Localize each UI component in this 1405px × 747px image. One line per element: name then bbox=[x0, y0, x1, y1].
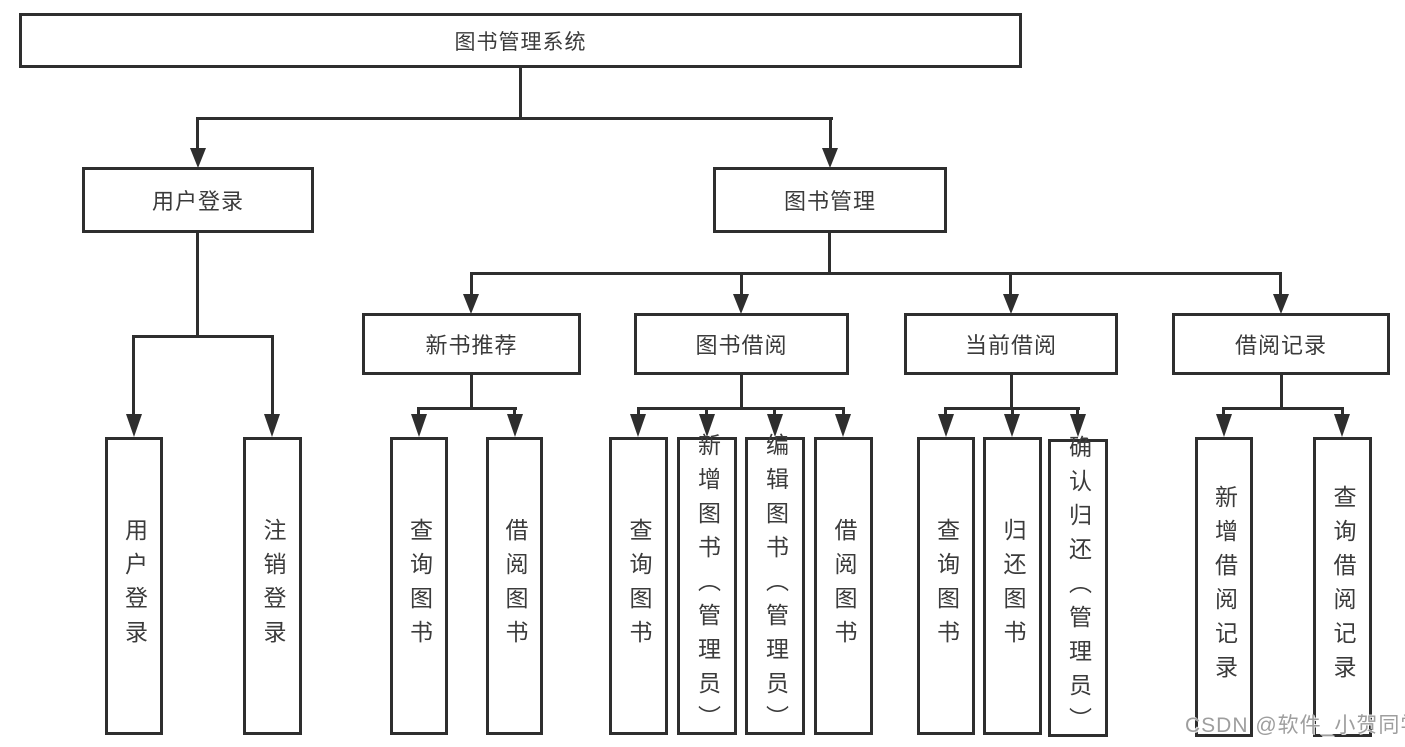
arrowhead-icon bbox=[938, 414, 954, 437]
connector-line bbox=[196, 117, 833, 120]
arrowhead-icon bbox=[733, 294, 749, 314]
connector-line bbox=[1341, 407, 1344, 416]
node-label: 确认归还（管理员） bbox=[1065, 435, 1092, 741]
connector-line bbox=[417, 407, 420, 416]
connector-line bbox=[740, 375, 743, 409]
node-bb-borrow-books: 借阅图书 bbox=[814, 437, 873, 735]
node-bb-edit-books-admin: 编辑图书（管理员） bbox=[745, 433, 805, 739]
node-label: 注销登录 bbox=[260, 518, 286, 654]
connector-line bbox=[1010, 375, 1013, 409]
arrowhead-icon bbox=[1334, 414, 1350, 437]
connector-line bbox=[1011, 407, 1014, 416]
connector-line bbox=[196, 233, 199, 337]
node-label: 当前借阅 bbox=[964, 333, 1057, 358]
arrowhead-icon bbox=[1003, 294, 1019, 314]
node-user-login: 用户登录 bbox=[82, 167, 314, 233]
node-bb-query-books: 查询图书 bbox=[609, 437, 668, 735]
connector-line bbox=[1280, 375, 1283, 409]
connector-line bbox=[196, 117, 199, 151]
connector-line bbox=[417, 407, 517, 410]
node-label: 借阅记录 bbox=[1234, 333, 1327, 358]
node-rec-query-books: 查询图书 bbox=[390, 437, 448, 735]
node-label: 借阅图书 bbox=[502, 518, 528, 654]
node-br-add-record: 新增借阅记录 bbox=[1195, 437, 1253, 737]
node-label: 新书推荐 bbox=[425, 333, 518, 358]
node-cb-confirm-return-admin: 确认归还（管理员） bbox=[1048, 435, 1108, 741]
arrowhead-icon bbox=[767, 414, 783, 437]
node-label: 查询图书 bbox=[406, 518, 433, 654]
node-new-book-recommend: 新书推荐 bbox=[362, 313, 581, 375]
node-label: 查询图书 bbox=[933, 518, 960, 654]
connector-line bbox=[637, 407, 845, 410]
node-book-management: 图书管理 bbox=[713, 167, 947, 233]
node-root: 图书管理系统 bbox=[19, 13, 1022, 68]
node-bb-add-books-admin: 新增图书（管理员） bbox=[677, 433, 737, 739]
connector-line bbox=[1076, 407, 1079, 416]
connector-line bbox=[1222, 407, 1225, 416]
connector-line bbox=[705, 407, 708, 416]
arrowhead-icon bbox=[1216, 414, 1232, 437]
node-label: 用户登录 bbox=[151, 189, 244, 214]
node-label: 借阅图书 bbox=[831, 518, 857, 654]
node-book-borrowing: 图书借阅 bbox=[634, 313, 849, 375]
csdn-watermark: CSDN @软件_小贺同学 bbox=[1185, 714, 1405, 737]
node-label: 用户登录 bbox=[121, 518, 148, 654]
arrowhead-icon bbox=[1004, 414, 1020, 437]
connector-line bbox=[132, 335, 135, 415]
connector-line bbox=[519, 67, 522, 119]
arrowhead-icon bbox=[463, 294, 479, 314]
connector-line bbox=[740, 272, 743, 296]
node-rec-borrow-books: 借阅图书 bbox=[486, 437, 543, 735]
arrowhead-icon bbox=[126, 414, 142, 437]
connector-line bbox=[828, 233, 831, 274]
connector-line bbox=[944, 407, 947, 416]
arrowhead-icon bbox=[835, 414, 851, 437]
connector-line bbox=[842, 407, 845, 416]
connector-line bbox=[470, 375, 473, 409]
connector-line bbox=[1222, 407, 1344, 410]
connector-line bbox=[829, 117, 832, 151]
node-label: 查询图书 bbox=[626, 518, 652, 654]
connector-line bbox=[637, 407, 640, 416]
connector-line bbox=[271, 335, 274, 415]
arrowhead-icon bbox=[822, 148, 838, 168]
arrowhead-icon bbox=[699, 414, 715, 437]
node-label: 图书借阅 bbox=[695, 333, 788, 358]
connector-line bbox=[470, 272, 473, 296]
node-cb-return-books: 归还图书 bbox=[983, 437, 1042, 735]
node-current-borrowing: 当前借阅 bbox=[904, 313, 1118, 375]
connector-line bbox=[1009, 272, 1012, 296]
node-login: 用户登录 bbox=[105, 437, 163, 735]
arrowhead-icon bbox=[507, 414, 523, 437]
node-label: 图书管理系统 bbox=[454, 30, 587, 54]
node-label: 查询借阅记录 bbox=[1330, 485, 1356, 689]
arrowhead-icon bbox=[1273, 294, 1289, 314]
connector-line bbox=[1279, 272, 1282, 296]
arrowhead-icon bbox=[264, 414, 280, 437]
connector-line bbox=[132, 335, 274, 338]
node-label: 新增图书（管理员） bbox=[694, 433, 721, 739]
arrowhead-icon bbox=[190, 148, 206, 168]
node-logout: 注销登录 bbox=[243, 437, 302, 735]
connector-line bbox=[513, 407, 516, 416]
node-borrowing-records: 借阅记录 bbox=[1172, 313, 1390, 375]
arrowhead-icon bbox=[630, 414, 646, 437]
node-label: 图书管理 bbox=[783, 189, 876, 214]
connector-line bbox=[773, 407, 776, 416]
node-label: 新增借阅记录 bbox=[1211, 485, 1238, 689]
connector-line bbox=[470, 272, 1282, 275]
node-cb-query-books: 查询图书 bbox=[917, 437, 975, 735]
node-label: 编辑图书（管理员） bbox=[762, 433, 789, 739]
node-label: 归还图书 bbox=[1000, 518, 1026, 654]
arrowhead-icon bbox=[1070, 414, 1086, 437]
node-br-query-record: 查询借阅记录 bbox=[1313, 437, 1372, 737]
arrowhead-icon bbox=[411, 414, 427, 437]
